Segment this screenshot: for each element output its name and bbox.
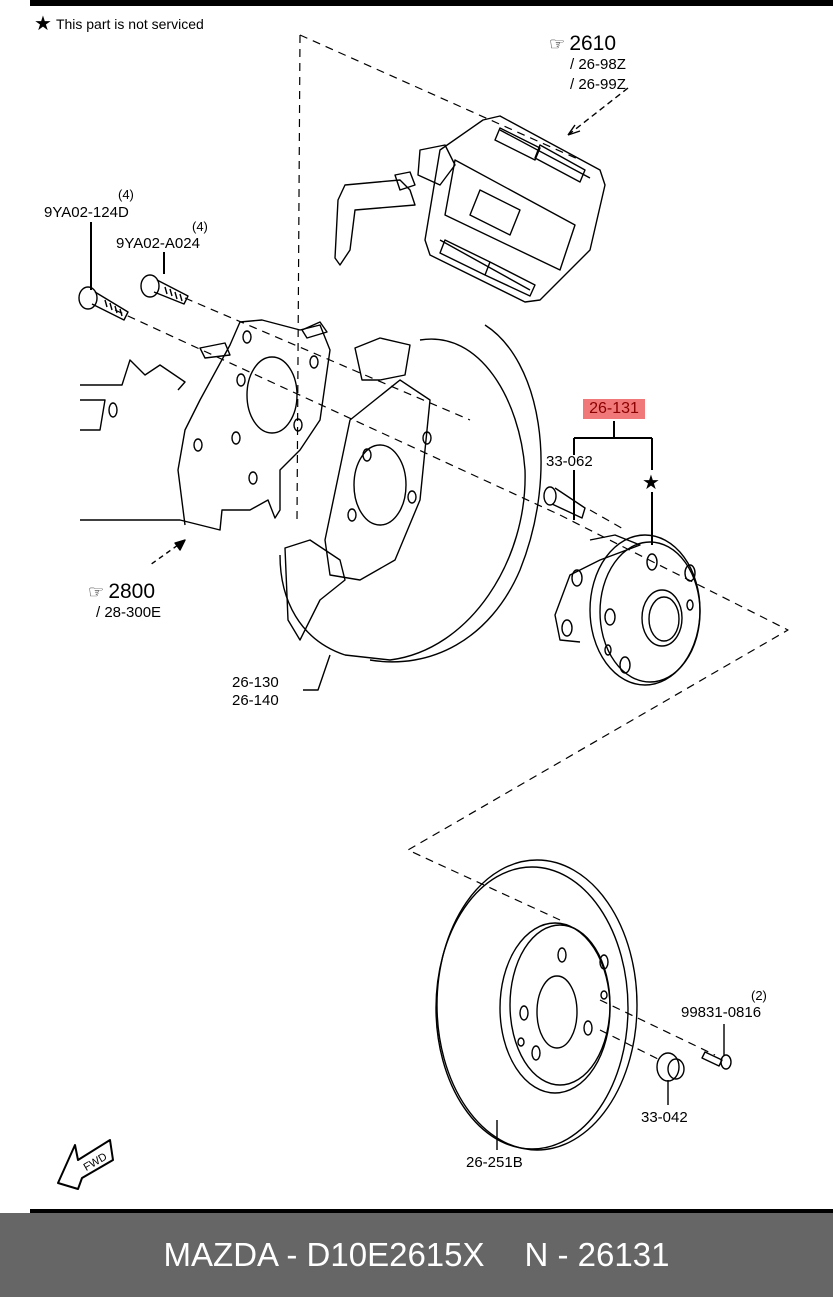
brake-caliper bbox=[334, 115, 606, 303]
assembly-lines bbox=[114, 34, 789, 1061]
screw-qty: (2) bbox=[751, 988, 767, 1003]
dust-shield bbox=[279, 324, 542, 663]
hub-assembly-highlight: 26-131 bbox=[583, 399, 645, 419]
steering-knuckle bbox=[80, 319, 331, 531]
exploded-parts-diagram: FWD bbox=[57, 34, 789, 1190]
pointing-hand-icon: ☞ bbox=[549, 34, 566, 54]
hub-bolt-33-062 bbox=[543, 486, 586, 519]
nut-part: 33-042 bbox=[641, 1109, 688, 1126]
nut-33-042 bbox=[656, 1052, 685, 1105]
knuckle-sub: / 28-300E bbox=[96, 604, 162, 621]
disc-part: 26-251B bbox=[466, 1154, 523, 1171]
footer-ref: N - 26131 bbox=[524, 1236, 670, 1273]
hub-bolt-label: 33-062 bbox=[546, 453, 593, 470]
hub-assembly-bracket bbox=[573, 421, 653, 545]
screw-99831-0816 bbox=[701, 1024, 732, 1070]
bolt-1-part: 9YA02-124D bbox=[44, 204, 129, 221]
bottom-border bbox=[30, 1209, 833, 1213]
star-icon: ★ bbox=[642, 472, 660, 494]
fwd-arrow-icon bbox=[57, 1139, 114, 1190]
caliper-sub-2: / 26-99Z bbox=[570, 76, 626, 93]
dust-shield-label-1: 26-130 bbox=[232, 674, 279, 691]
caliper-sub-1: / 26-98Z bbox=[570, 56, 626, 73]
bolt-1-qty: (4) bbox=[118, 187, 134, 202]
bolt-2-part: 9YA02-A024 bbox=[116, 235, 200, 252]
bolt-9YA02-A024 bbox=[140, 274, 189, 305]
footer-brand-part: MAZDA - D10E2615X bbox=[163, 1236, 485, 1273]
bolt-2-qty: (4) bbox=[192, 219, 208, 234]
top-border bbox=[30, 0, 833, 6]
leader-line bbox=[163, 252, 165, 274]
wheel-hub-bearing bbox=[554, 534, 701, 686]
brake-disc bbox=[435, 859, 638, 1151]
pointing-hand-icon: ☞ bbox=[88, 582, 105, 602]
star-icon: ★ bbox=[34, 13, 52, 35]
caliper-callout: ☞ 2610 bbox=[549, 32, 617, 55]
knuckle-callout: ☞ 2800 bbox=[88, 580, 156, 603]
legend-text: This part is not serviced bbox=[55, 16, 204, 32]
footer-bar: MAZDA - D10E2615X N - 26131 bbox=[0, 1213, 833, 1297]
bolt-9YA02-124D bbox=[78, 286, 129, 321]
legend: ★ This part is not serviced bbox=[34, 14, 204, 34]
screw-part: 99831-0816 bbox=[681, 1004, 762, 1021]
leader-line bbox=[90, 222, 92, 290]
dust-shield-label-2: 26-140 bbox=[232, 692, 279, 709]
